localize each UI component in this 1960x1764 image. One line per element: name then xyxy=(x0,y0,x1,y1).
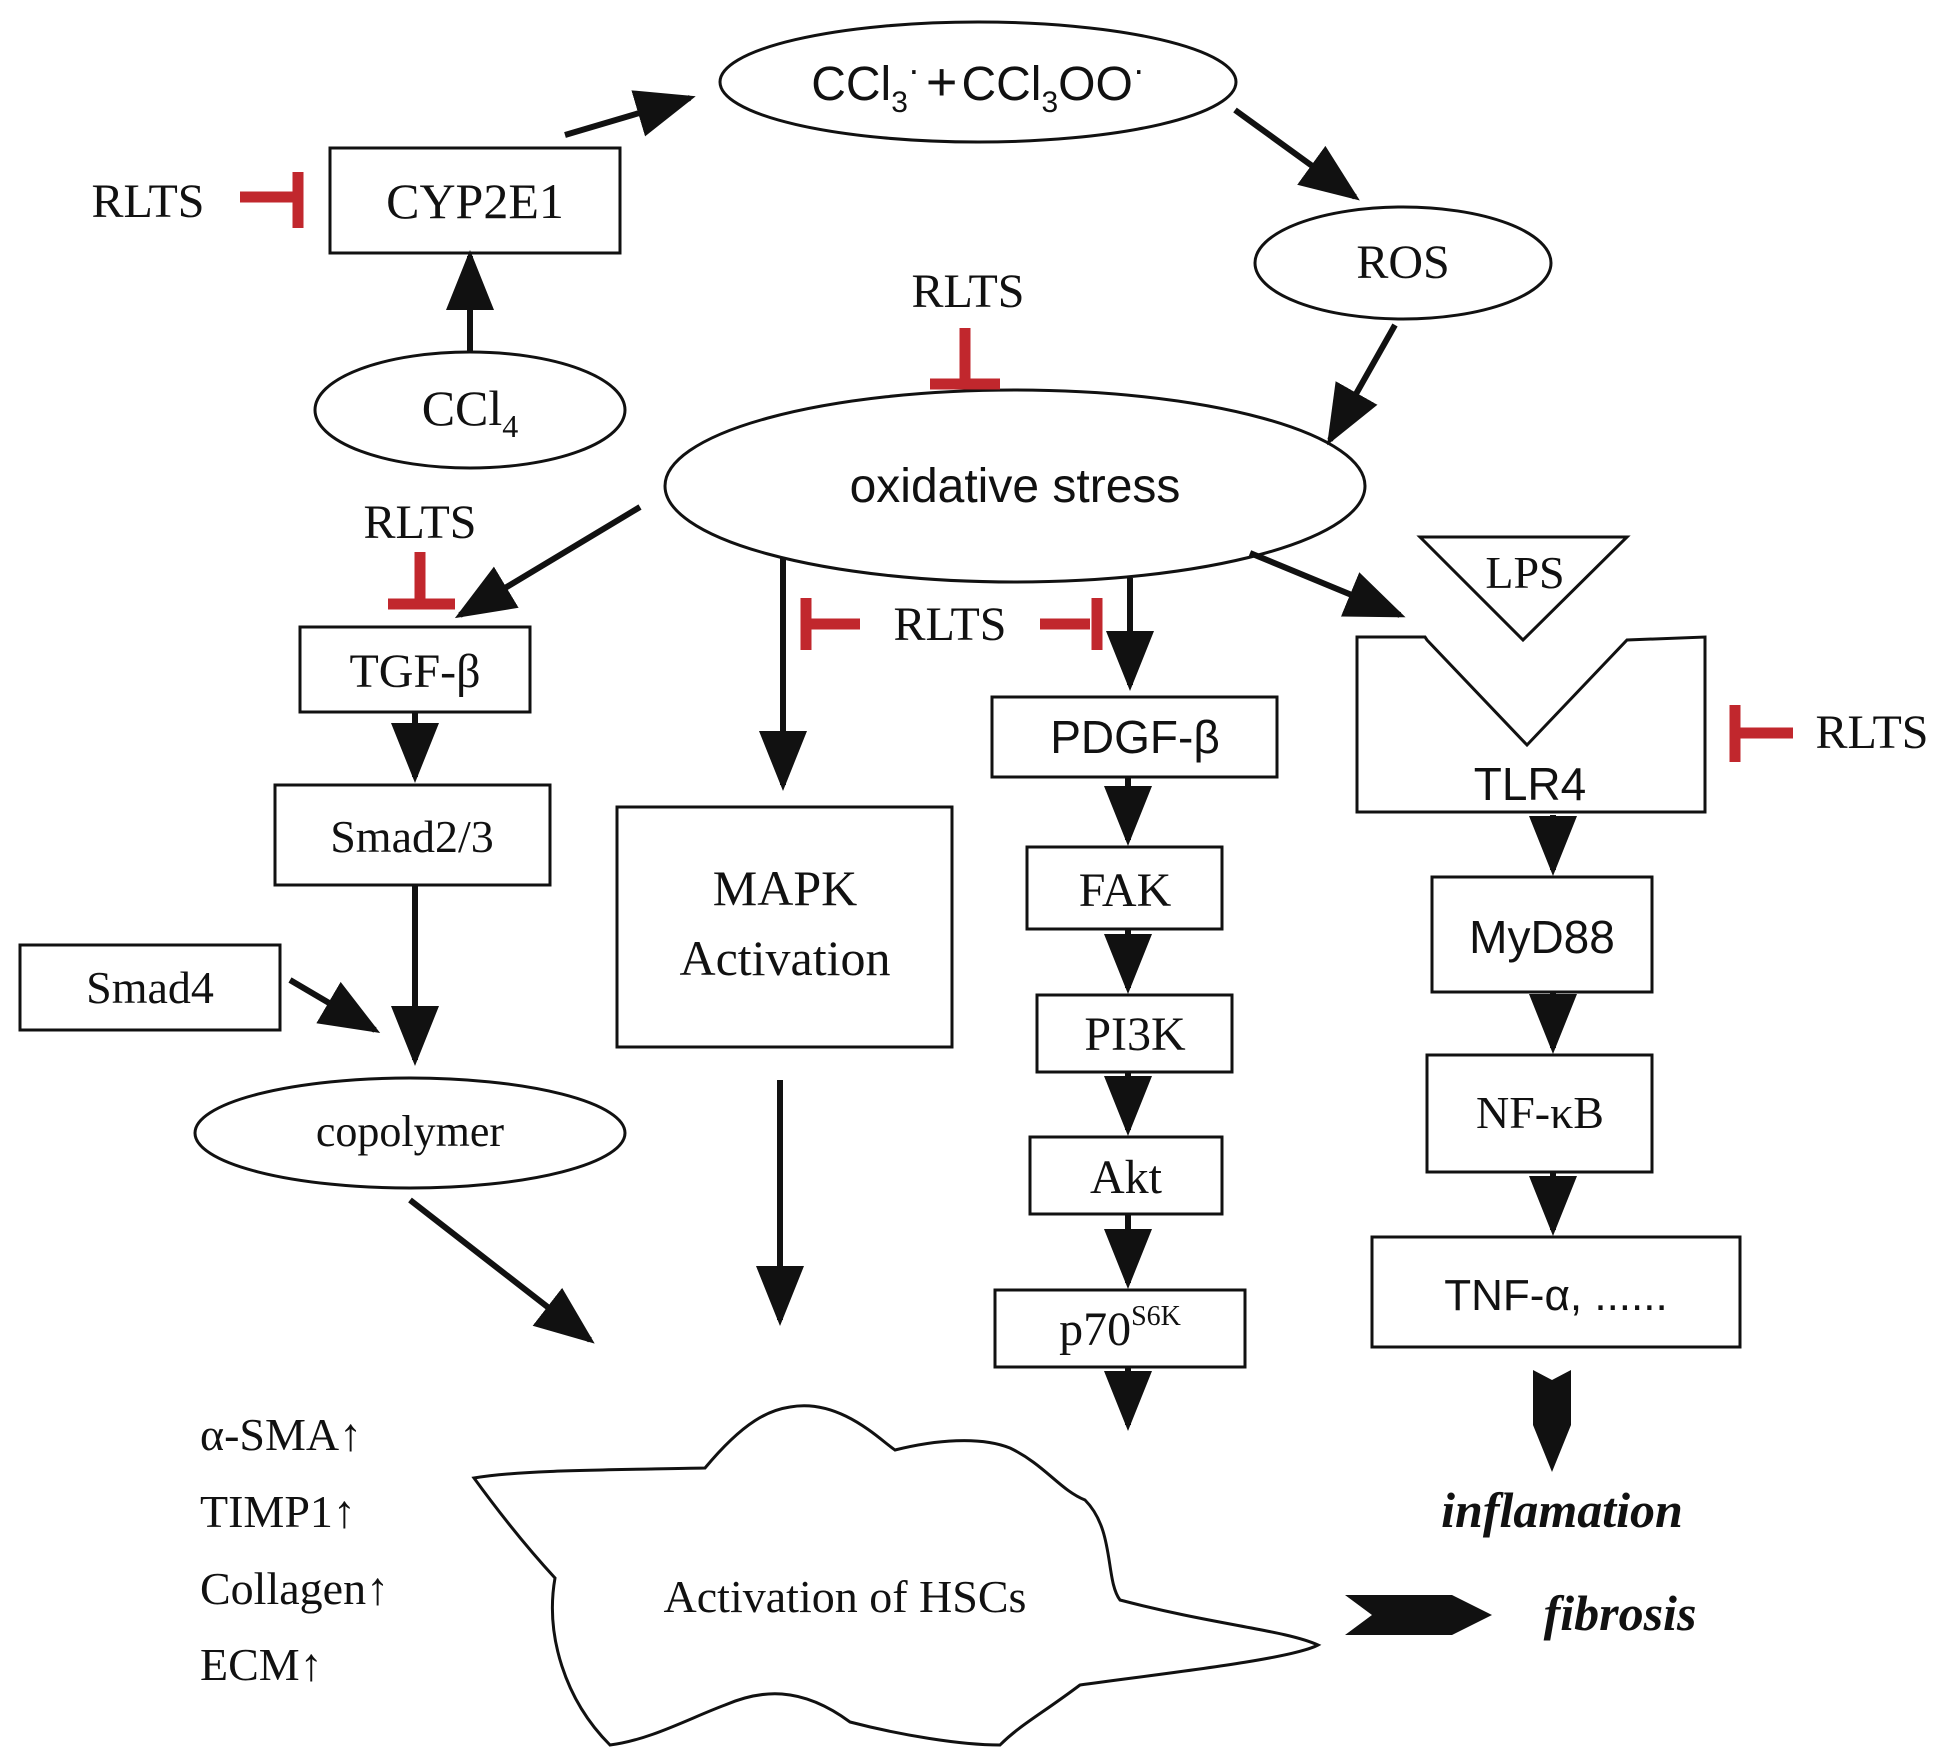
marker-alpha-sma: α-SMA↑ xyxy=(200,1409,362,1460)
tlr4-label: TLR4 xyxy=(1474,758,1586,810)
radicals-node xyxy=(718,20,1238,144)
smad23-label: Smad2/3 xyxy=(330,811,494,862)
oxidative-stress-node xyxy=(663,388,1367,584)
pdgf-beta-box xyxy=(990,695,1279,779)
inhibit-mapk-mark xyxy=(800,598,860,650)
arrow-ros-to-oxidative-stress xyxy=(1327,323,1398,446)
nfkb-box xyxy=(1425,1053,1654,1174)
mapk-box xyxy=(615,805,954,1049)
ccl4-label: CCl4 xyxy=(422,380,519,444)
mapk-label-line1: MAPK xyxy=(713,860,857,916)
myd88-box xyxy=(1430,875,1654,994)
rlts-label-cyp2e1: RLTS xyxy=(92,175,205,228)
lps-triangle xyxy=(1416,535,1631,643)
akt-label: Akt xyxy=(1090,1151,1163,1204)
lps-label: LPS xyxy=(1485,547,1564,598)
tlr4-receptor xyxy=(1355,635,1707,814)
pi3k-label: PI3K xyxy=(1084,1008,1186,1061)
inflammation-chevron xyxy=(1533,1370,1571,1472)
myd88-label: MyD88 xyxy=(1469,911,1615,963)
inhibit-oxidative-stress-mark xyxy=(930,328,1000,390)
oxidative-stress-label: oxidative stress xyxy=(850,460,1181,513)
mapk-label-line2: Activation xyxy=(679,930,890,986)
fak-label: FAK xyxy=(1079,864,1172,917)
inhibit-pdgf-mark xyxy=(1040,598,1103,650)
radicals-label: CCl3·+CCl3OO· xyxy=(811,49,1145,119)
marker-ecm: ECM↑ xyxy=(200,1639,323,1690)
copolymer-label: copolymer xyxy=(316,1107,505,1156)
pi3k-box xyxy=(1035,993,1234,1074)
copolymer-node xyxy=(193,1076,627,1190)
tnf-label: TNF-α, ...... xyxy=(1444,1271,1667,1320)
arrow-os-to-tlr4 xyxy=(1248,550,1406,618)
ros-label: ROS xyxy=(1356,236,1449,289)
inhibit-tlr4-mark xyxy=(1729,705,1793,762)
inhibit-tgf-beta-mark xyxy=(388,552,455,610)
cyp2e1-label: CYP2E1 xyxy=(386,173,564,229)
p70s6k-label: p70S6K xyxy=(1059,1301,1181,1356)
fak-box xyxy=(1025,845,1224,931)
rlts-label-oxidative-stress: RLTS xyxy=(912,265,1025,318)
inflammation-label: inflamation xyxy=(1441,1482,1683,1538)
pdgf-beta-label: PDGF-β xyxy=(1050,711,1220,763)
rlts-label-tgf-beta: RLTS xyxy=(364,496,477,549)
rlts-label-center: RLTS xyxy=(894,598,1007,651)
tgf-beta-label: TGF-β xyxy=(349,645,480,698)
fibrosis-label: fibrosis xyxy=(1544,1585,1697,1641)
nfkb-label: NF-κB xyxy=(1476,1087,1604,1138)
marker-timp1: TIMP1↑ xyxy=(200,1486,356,1537)
tnf-box xyxy=(1370,1235,1742,1349)
smad4-box xyxy=(18,943,282,1032)
hsc-label: Activation of HSCs xyxy=(664,1571,1027,1622)
smad4-label: Smad4 xyxy=(86,962,214,1013)
arrow-radicals-to-ros xyxy=(1233,107,1360,201)
arrow-cyp2e1-to-radicals xyxy=(564,90,696,138)
rlts-label-tlr4: RLTS xyxy=(1816,706,1929,759)
arrow-os-to-tgf xyxy=(454,504,642,619)
p70s6k-box xyxy=(993,1288,1247,1369)
fibrosis-chevron xyxy=(1345,1595,1492,1635)
hsc-cell-shape xyxy=(471,1404,1322,1747)
arrow-smad4-to-copolymer xyxy=(288,977,381,1034)
inhibit-cyp2e1-mark xyxy=(240,172,304,228)
ros-node xyxy=(1253,205,1553,321)
arrow-copolymer-to-hsc xyxy=(408,1197,595,1344)
marker-collagen: Collagen↑ xyxy=(200,1563,389,1614)
